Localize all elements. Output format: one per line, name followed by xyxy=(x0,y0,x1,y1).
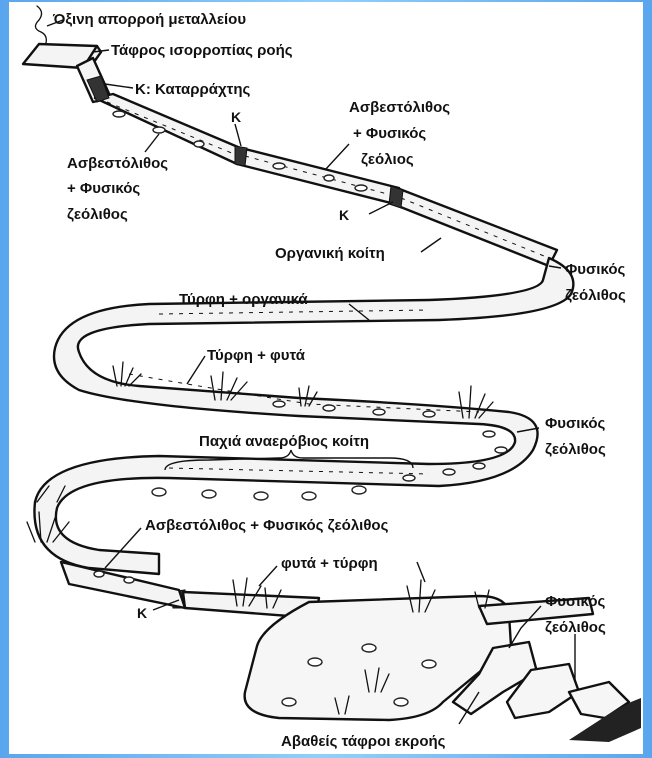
label-k-1: Κ xyxy=(231,109,241,125)
label-cascade-key: Κ: Καταρράχτης xyxy=(135,81,250,98)
final-pond xyxy=(245,596,641,742)
label-plants-peat: φυτά + τύρφη xyxy=(281,555,378,572)
label-limestone-right-2: + Φυσικός xyxy=(353,125,426,142)
channel-segment-4 xyxy=(393,188,557,266)
label-limestone-left-1: Ασβεστόλιθος xyxy=(67,155,168,172)
source-inflow-line xyxy=(35,6,46,46)
cascade-3 xyxy=(389,186,403,208)
label-k-3: Κ xyxy=(137,605,147,621)
label-anaerobic-bed: Παχιά αναερόβιος κοίτη xyxy=(199,433,369,450)
label-zeolite-1-line2: ζεόλιθος xyxy=(565,287,626,304)
label-zeolite-3-line1: Φυσικός xyxy=(545,593,606,610)
label-limestone-right-3: ζεόλιος xyxy=(361,151,414,168)
label-acid-mine-drainage: Όξινη απορροή μεταλλείου xyxy=(52,11,246,28)
label-peat-organics: Τύρφη + οργανικά xyxy=(179,291,308,308)
label-organic-bed: Οργανική κοίτη xyxy=(275,245,385,262)
label-zeolite-1-line1: Φυσικός xyxy=(565,261,626,278)
cascade-2 xyxy=(235,146,247,166)
diagram-panel: Όξινη απορροή μεταλλείου Τάφρος ισορροπί… xyxy=(9,2,643,754)
label-zeolite-3-line2: ζεόλιθος xyxy=(545,619,606,636)
label-limestone-right-1: Ασβεστόλιθος xyxy=(349,99,450,116)
label-limestone-left-2: + Φυσικός xyxy=(67,180,140,197)
label-outflow-trenches: Αβαθείς τάφροι εκροής xyxy=(281,733,446,750)
channel-segment-2 xyxy=(95,94,245,164)
label-peat-plants: Τύρφη + φυτά xyxy=(207,347,306,364)
label-zeolite-2-line2: ζεόλιθος xyxy=(545,441,606,458)
label-limestone-long: Ασβεστόλιθος + Φυσικός ζεόλιθος xyxy=(145,517,389,534)
label-flow-trench: Τάφρος ισορροπίας ροής xyxy=(111,42,293,59)
label-zeolite-2-line1: Φυσικός xyxy=(545,415,606,432)
label-k-2: Κ xyxy=(339,207,349,223)
wetland-treatment-diagram: Όξινη απορροή μεταλλείου Τάφρος ισορροπί… xyxy=(9,2,643,754)
label-limestone-left-3: ζεόλιθος xyxy=(67,206,128,223)
